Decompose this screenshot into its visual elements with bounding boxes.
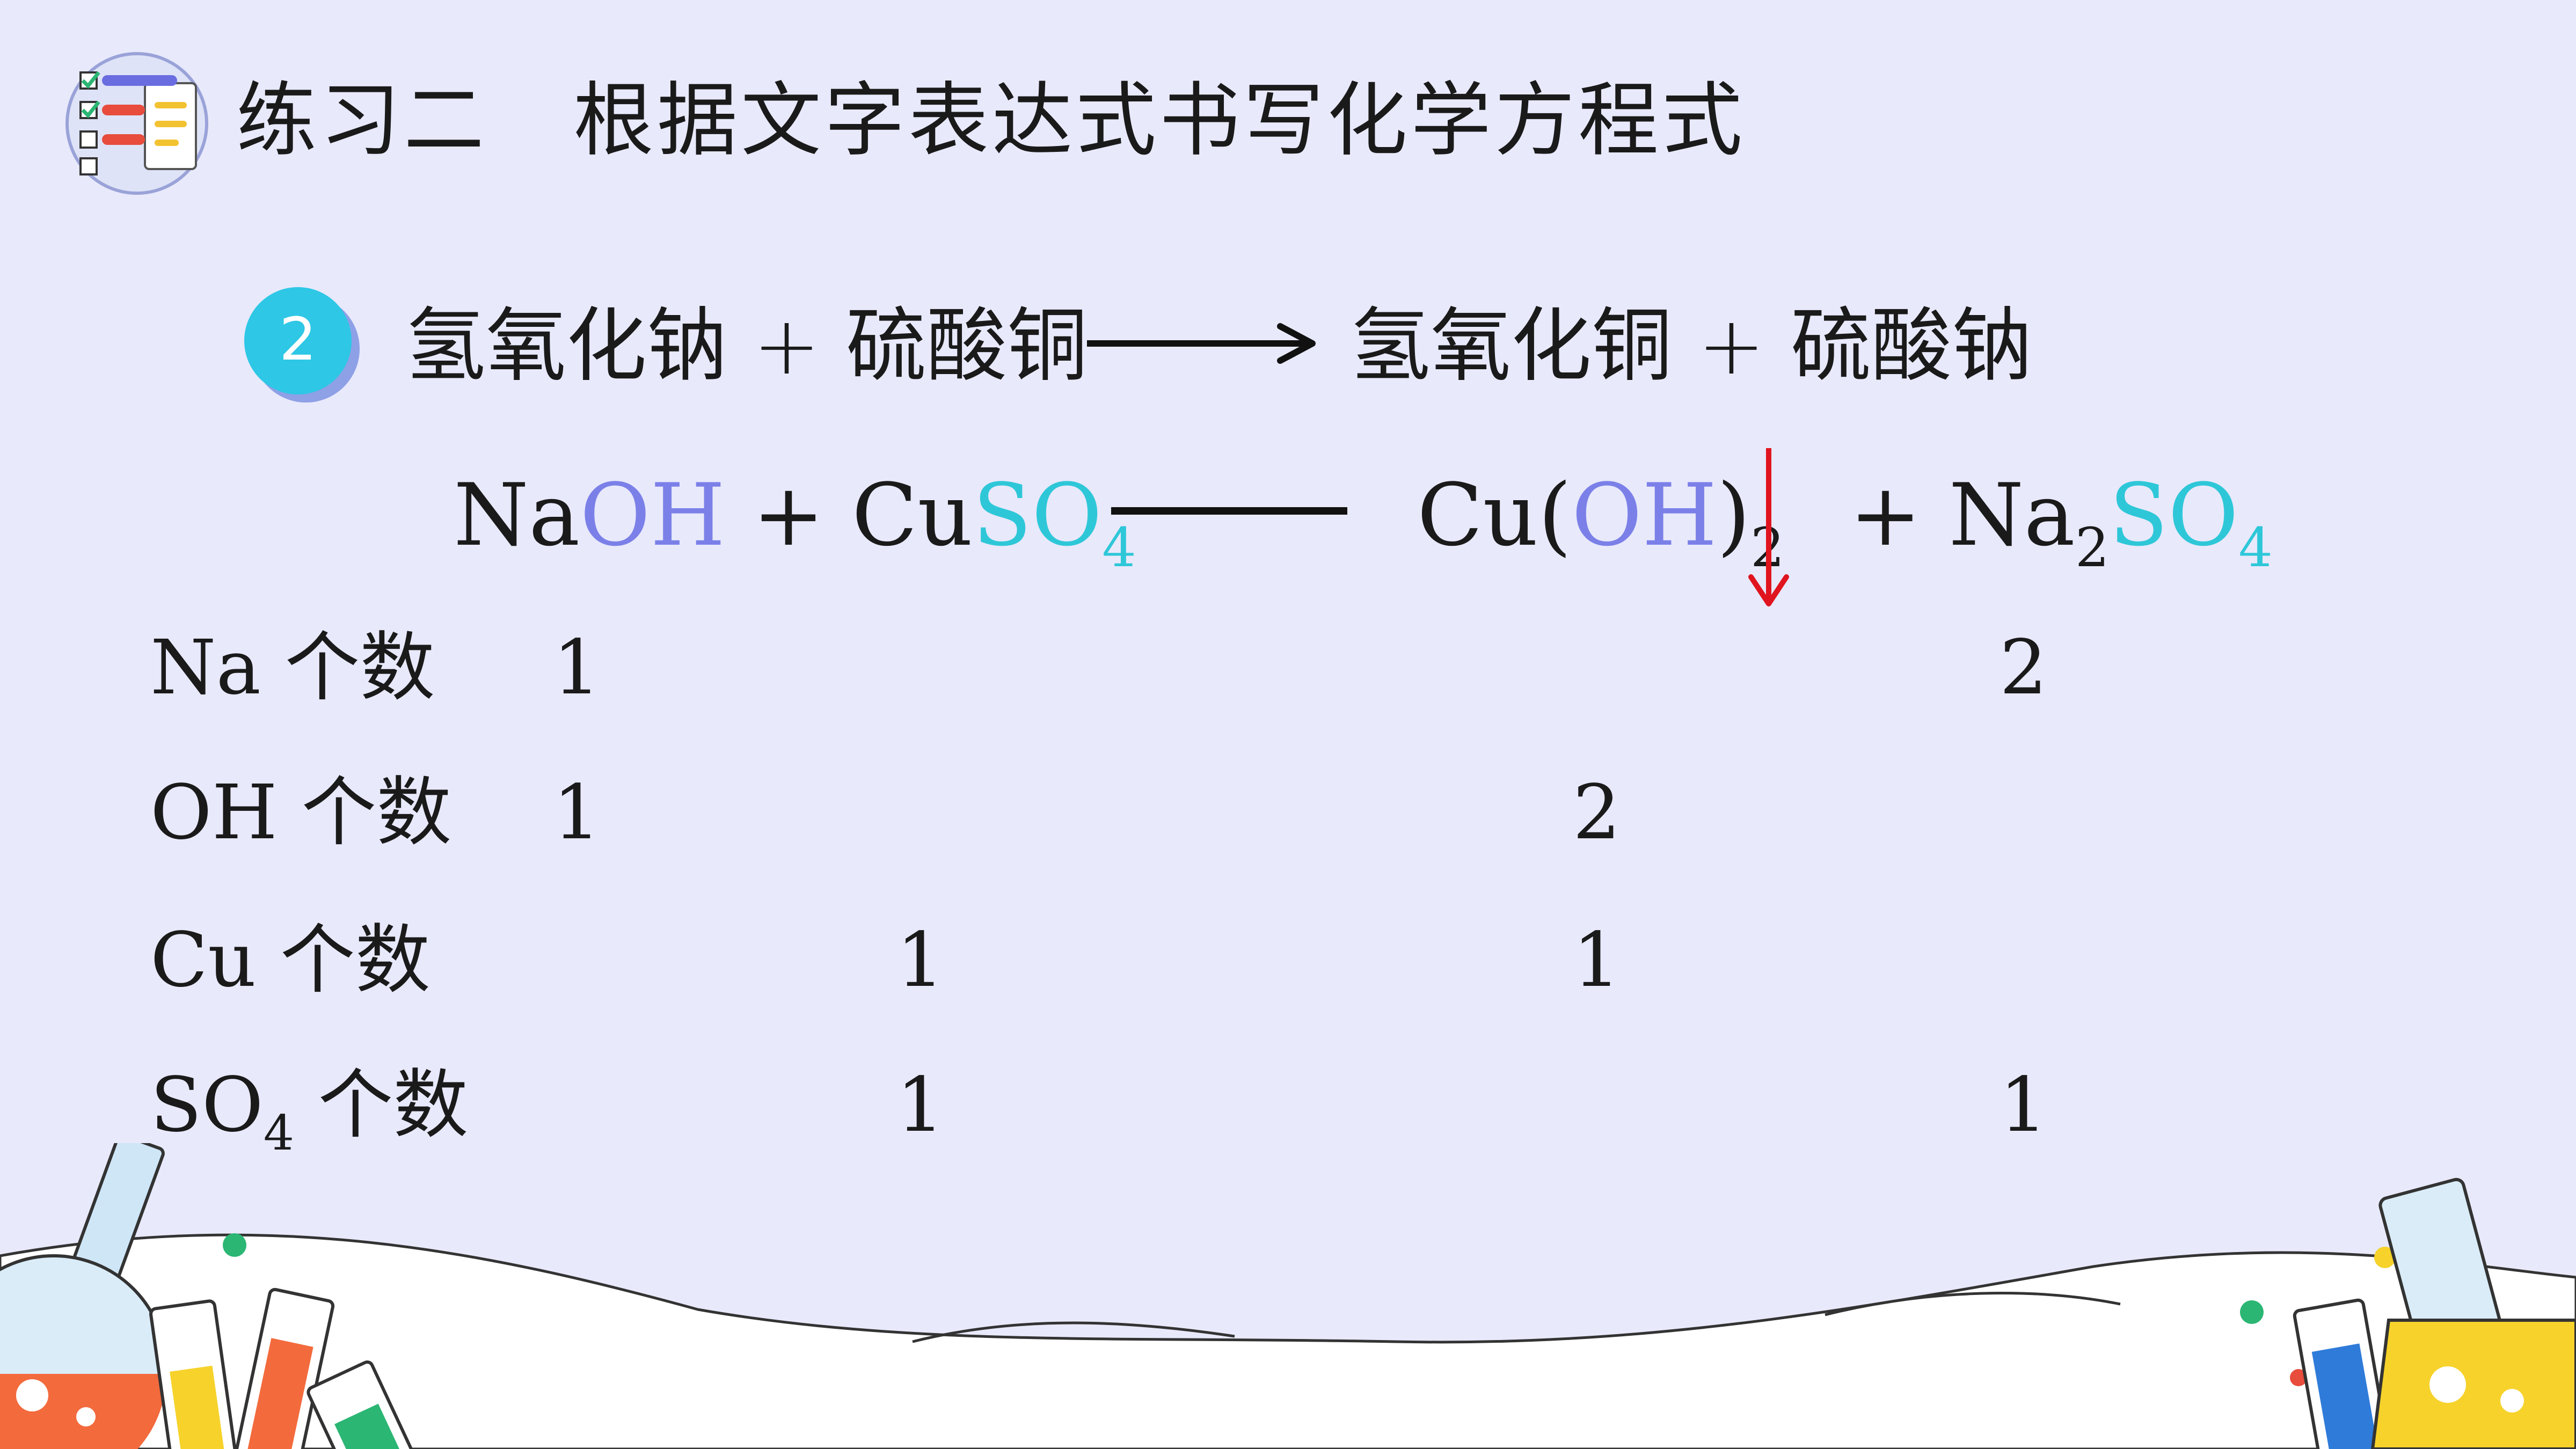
word-equation-right: 氢氧化铜 + 硫酸钠 <box>1350 299 2033 393</box>
count-na2so4-na: 2 <box>1999 624 2048 712</box>
checklist-icon <box>65 52 208 195</box>
count-cuoh2-oh: 2 <box>1573 769 1621 857</box>
formula-na: Na <box>454 465 580 565</box>
formula-left: NaOH + CuSO4 <box>454 462 1136 579</box>
title-part1: 练习二 <box>236 74 488 167</box>
page-title: 练习二根据文字表达式书写化学方程式 <box>236 67 1746 174</box>
down-arrow-icon <box>1748 448 1789 606</box>
count-cuso4-cu: 1 <box>896 917 945 1004</box>
word-equation-left: 氢氧化钠 + 硫酸铜 <box>405 299 1088 393</box>
title-part2: 根据文字表达式书写化学方程式 <box>573 74 1746 167</box>
formula-oh: OH <box>1571 465 1717 565</box>
step-badge: 2 <box>244 287 360 402</box>
right-arrow-icon <box>1087 323 1316 364</box>
count-naoh-na: 1 <box>553 624 601 712</box>
count-cuoh2-cu: 1 <box>1573 917 1621 1004</box>
formula-so: SO4 <box>2109 465 2273 579</box>
row-label-oh: OH 个数 <box>150 769 452 857</box>
formula-cu: Cu <box>1417 465 1538 565</box>
formula-right: Cu(OH)2 + Na2SO4 <box>1417 465 2273 579</box>
count-na2so4-so: 1 <box>1999 1062 2048 1149</box>
formula-na: Na2 <box>1949 465 2110 579</box>
row-label-na: Na 个数 <box>150 624 435 712</box>
formula-plus: + <box>1822 465 1949 565</box>
formula-cu: Cu <box>851 465 973 565</box>
count-cuso4-so: 1 <box>896 1062 945 1149</box>
formula-oh: OH <box>580 465 726 565</box>
step-number: 2 <box>279 305 317 374</box>
formula-so: SO4 <box>973 465 1136 579</box>
count-naoh-oh: 1 <box>553 769 601 857</box>
lab-glassware-decoration <box>0 1143 2576 1449</box>
row-label-cu: Cu 个数 <box>150 917 430 1004</box>
equation-line <box>1111 507 1347 515</box>
row-label-so: SO4 个数 <box>150 1062 469 1161</box>
formula-plus: + <box>725 465 852 565</box>
